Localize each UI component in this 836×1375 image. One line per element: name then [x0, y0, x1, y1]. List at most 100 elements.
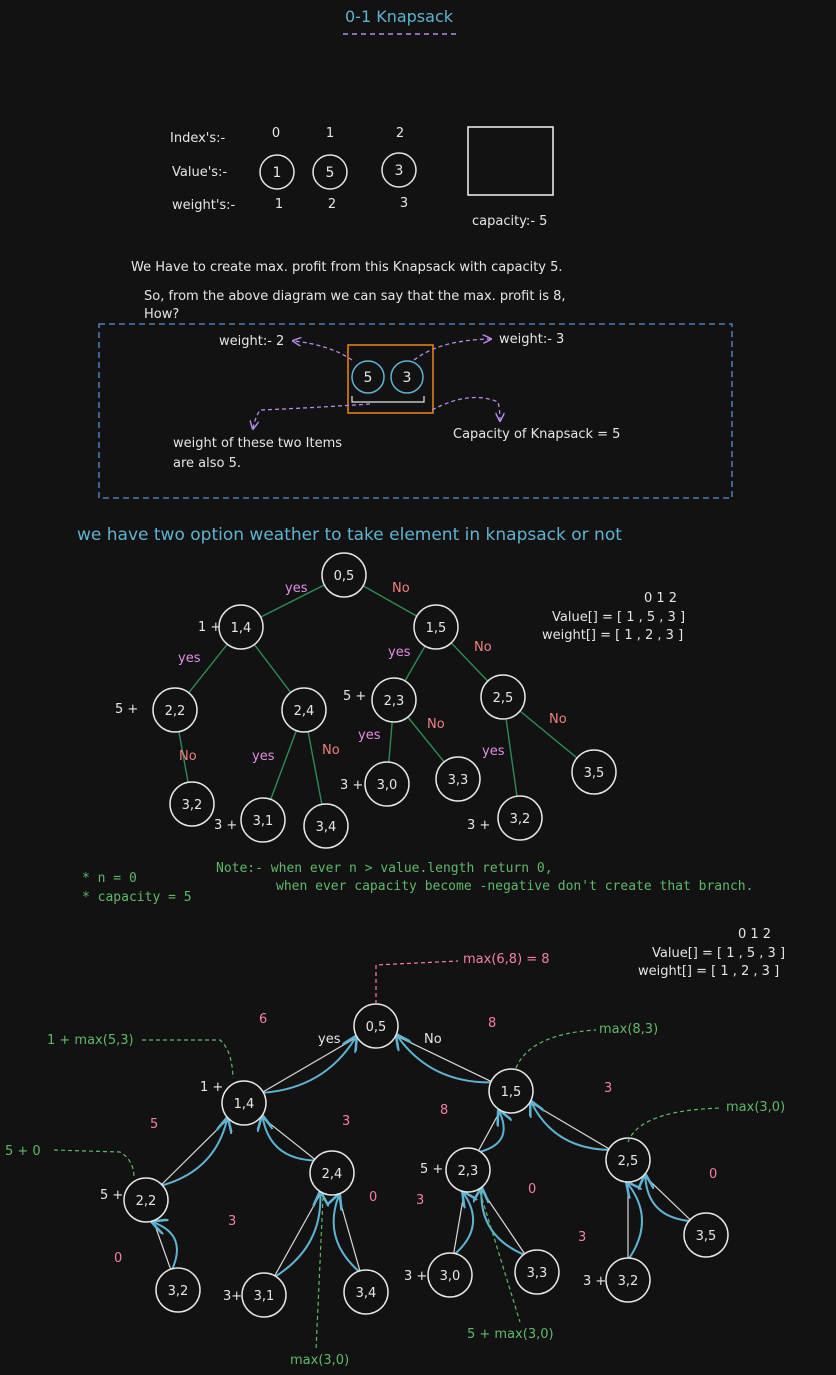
index-0: 0	[272, 126, 280, 141]
t1-no-2: No	[474, 640, 492, 655]
arrow-items-note	[253, 403, 371, 428]
t1-yes-4: yes	[252, 749, 275, 764]
value-label: Value's:-	[172, 165, 227, 180]
t2-plus-4: 3 +	[404, 1269, 427, 1284]
t1-no-6: No	[549, 712, 567, 727]
note-capacity-val: * capacity = 5	[82, 890, 192, 905]
tree1-node-circle	[435, 756, 481, 802]
return-arrow	[263, 1118, 317, 1162]
tree2-node-label: 1,4	[234, 1097, 255, 1112]
tree1-node-label: 3,2	[510, 812, 531, 827]
example-box	[98, 323, 733, 499]
weight-right-label: weight:- 3	[499, 332, 564, 347]
explain-line-1: We Have to create max. profit from this …	[131, 260, 563, 275]
tree2-node-label: 3,3	[527, 1266, 548, 1281]
ret-0d: 0	[709, 1167, 717, 1182]
tree1-node-label: 2,5	[493, 691, 514, 706]
tree1-node-label: 3,4	[316, 820, 337, 835]
arrow-capacity-note	[431, 396, 500, 421]
t2-arr-weight: weight[] = [ 1 , 2 , 3 ]	[638, 964, 779, 979]
tree2-node-label: 3,1	[254, 1289, 275, 1304]
t1-plus-1: 1 +	[198, 620, 221, 635]
note-items-1: weight of these two Items	[173, 436, 342, 451]
tree2-node-circle	[488, 1068, 534, 1114]
value-circle-2	[381, 152, 417, 188]
ret-3d: 3	[416, 1193, 424, 1208]
tree1-node-label: 3,0	[377, 778, 398, 793]
ann-24-line	[315, 1196, 324, 1351]
t2-arr-idx: 0 1 2	[738, 927, 771, 942]
t1-yes-5: yes	[358, 728, 381, 743]
t2-no: No	[424, 1032, 442, 1047]
tree1-node-label: 3,5	[584, 766, 605, 781]
tree1-node-label: 0,5	[334, 569, 355, 584]
ann-15-line	[515, 1029, 597, 1069]
tree1-node-circle	[303, 803, 349, 849]
tree1-node-label: 1,4	[231, 621, 252, 636]
ann-24: max(3,0)	[290, 1353, 349, 1368]
t1-arr-weight: weight[] = [ 1 , 2 , 3 ]	[542, 628, 683, 643]
ann-25: max(3,0)	[726, 1100, 785, 1115]
t1-plus-5: 3 +	[214, 818, 237, 833]
weight-1: 2	[328, 197, 336, 212]
value-2: 3	[395, 163, 404, 179]
tree2-node-circle	[605, 1137, 651, 1183]
tree2-node-label: 3,4	[356, 1286, 377, 1301]
tree1-node-label: 2,2	[165, 704, 186, 719]
t2-plus-5: 3+	[223, 1289, 242, 1304]
ret-0c: 0	[528, 1182, 536, 1197]
return-arrow	[645, 1177, 692, 1223]
tree2-node-label: 2,5	[618, 1154, 639, 1169]
index-2: 2	[396, 126, 404, 141]
capacity-label: capacity:- 5	[472, 214, 547, 229]
tree1-node-circle	[413, 604, 459, 650]
t2-plus-2: 5 +	[100, 1188, 123, 1203]
item-a: 5	[364, 370, 373, 386]
return-arrow	[261, 1038, 355, 1094]
tree1-node-circle	[281, 687, 327, 733]
t1-no-3: No	[179, 749, 197, 764]
tree2-node-circle	[683, 1212, 729, 1258]
tree1-node-circle	[364, 761, 410, 807]
note-n: * n = 0	[82, 871, 137, 886]
t1-no-1: No	[392, 581, 410, 596]
arrow-weight-left	[294, 341, 353, 361]
index-1: 1	[326, 126, 334, 141]
return-arrow	[398, 1036, 494, 1084]
index-label: Index's:-	[170, 131, 226, 146]
tree2-node-label: 1,5	[501, 1085, 522, 1100]
tree2-node-label: 3,5	[696, 1229, 717, 1244]
ann-14-line	[142, 1039, 234, 1079]
ret-5: 5	[150, 1117, 158, 1132]
return-arrow	[532, 1103, 611, 1151]
ret-3b: 3	[604, 1081, 612, 1096]
tree1-node-label: 2,3	[384, 694, 405, 709]
return-arrow	[334, 1196, 362, 1274]
t2-plus-6: 3 +	[583, 1274, 606, 1289]
note-items-2: are also 5.	[173, 456, 241, 471]
t1-no-4: No	[322, 743, 340, 758]
tree1-node-circle	[497, 795, 543, 841]
ann-15: max(8,3)	[599, 1022, 658, 1037]
tree2-node-label: 3,2	[618, 1274, 639, 1289]
t1-yes-3: yes	[388, 645, 411, 660]
t1-plus-6: 3 +	[467, 818, 490, 833]
t2-yes: yes	[318, 1032, 341, 1047]
t1-yes-6: yes	[482, 744, 505, 759]
knapsack-box	[467, 126, 554, 196]
arrow-weight-right	[413, 339, 490, 361]
tree1-node-circle	[152, 687, 198, 733]
t2-arr-value: Value[] = [ 1 , 5 , 3 ]	[652, 946, 785, 961]
item-b: 3	[403, 370, 412, 386]
note-line-2: when ever capacity become -negative don'…	[276, 879, 753, 894]
value-circle-0	[259, 154, 295, 190]
t2-plus-3: 5 +	[420, 1162, 443, 1177]
note-line-1: Note:- when ever n > value.length return…	[216, 861, 553, 876]
tree2-node-circle	[514, 1249, 560, 1295]
ann-14: 1 + max(5,3)	[47, 1033, 134, 1048]
tree1-node-label: 3,1	[253, 814, 274, 829]
t1-plus-4: 3 +	[340, 778, 363, 793]
tree2-node-label: 0,5	[366, 1020, 387, 1035]
